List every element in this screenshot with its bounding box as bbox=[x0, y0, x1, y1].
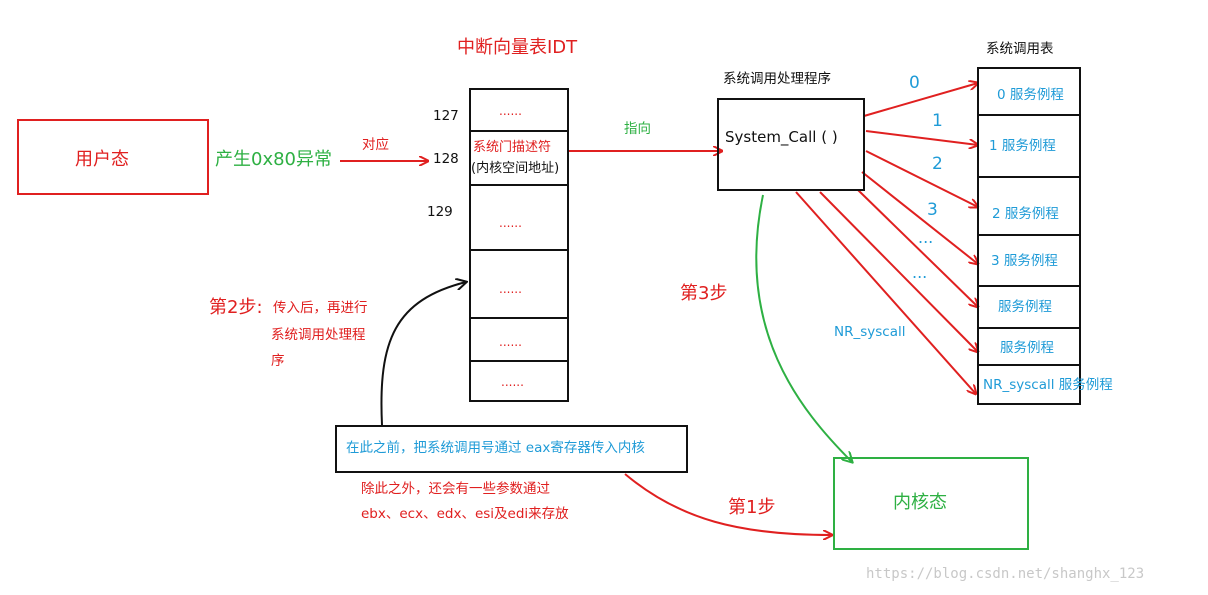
arrow-step3 bbox=[755, 194, 852, 462]
syscall-table-title: 系统调用表 bbox=[986, 41, 1054, 57]
arrow-handler-to-entry-5 bbox=[819, 191, 978, 352]
idt-index-127: 127 bbox=[433, 108, 459, 124]
note-extra-line1: 除此之外，还会有一些参数通过 bbox=[361, 481, 550, 497]
arrow-label-ellipsis-2: ... bbox=[912, 263, 928, 282]
points-to-label: 指向 bbox=[624, 121, 651, 137]
arrow-handler-to-entry-2 bbox=[865, 150, 978, 207]
arrow-label-1: 1 bbox=[932, 111, 943, 131]
step2-desc-line3: 序 bbox=[271, 353, 285, 369]
arrow-handler-to-entry-4 bbox=[857, 189, 978, 307]
idt-index-128: 128 bbox=[433, 151, 459, 167]
kernel-mode-box: 内核态 bbox=[833, 457, 1029, 550]
arrow-label-3: 3 bbox=[927, 200, 938, 220]
step1-label: 第1步 bbox=[728, 497, 776, 518]
idt-index-129: 129 bbox=[427, 204, 453, 220]
syscall-entry-0: 0 服务例程 bbox=[997, 87, 1064, 103]
syscall-entry-2: 2 服务例程 bbox=[992, 206, 1059, 222]
arrow-label-nr: NR_syscall bbox=[834, 324, 906, 340]
idt-gate-address: (内核空间地址) bbox=[471, 161, 560, 176]
arrow-step1 bbox=[624, 473, 832, 535]
arrow-handler-to-entry-3 bbox=[861, 171, 978, 264]
idt-gate-descriptor: 系统门描述符 bbox=[473, 140, 552, 155]
idt-row-5-dots: ...... bbox=[499, 335, 522, 349]
step2-desc-line1: 传入后，再进行 bbox=[273, 300, 368, 316]
syscall-entry-3: 3 服务例程 bbox=[991, 253, 1058, 269]
syscall-table bbox=[977, 67, 1081, 405]
arrow-handler-to-entry-1 bbox=[865, 130, 978, 145]
arrow-label-2: 2 bbox=[932, 154, 943, 174]
arrow-step2 bbox=[380, 282, 466, 426]
idt-row-127-dots: ...... bbox=[499, 104, 522, 118]
syscall-entry-1: 1 服务例程 bbox=[989, 138, 1056, 154]
idt-row-dividers bbox=[470, 130, 568, 362]
step3-label: 第3步 bbox=[680, 283, 728, 304]
syscall-entry-5: 服务例程 bbox=[1000, 340, 1054, 356]
syscall-entry-4: 服务例程 bbox=[998, 299, 1052, 315]
syscall-table-dividers bbox=[978, 114, 1080, 366]
idt-title: 中断向量表IDT bbox=[457, 37, 578, 58]
arrow-handler-to-entry-nr bbox=[795, 191, 976, 394]
note-box-text: 在此之前，把系统调用号通过 eax寄存器传入内核 bbox=[346, 440, 645, 456]
idt-table bbox=[469, 88, 569, 402]
step2-label: 第2步: bbox=[209, 297, 263, 318]
handler-box: System_Call ( ) bbox=[717, 98, 865, 191]
handler-title: 系统调用处理程序 bbox=[723, 71, 831, 87]
arrow-label-ellipsis-1: ... bbox=[918, 228, 934, 247]
arrow-label-0: 0 bbox=[909, 73, 920, 93]
step2-desc-line2: 系统调用处理程 bbox=[271, 327, 366, 343]
watermark: https://blog.csdn.net/shanghx_123 bbox=[866, 566, 1145, 582]
exception-label: 产生0x80异常 bbox=[215, 149, 333, 170]
correspond-label: 对应 bbox=[362, 137, 389, 153]
idt-row-4-dots: ...... bbox=[499, 282, 522, 296]
user-mode-box: 用户态 bbox=[17, 119, 209, 195]
syscall-entry-nr: NR_syscall 服务例程 bbox=[983, 377, 1113, 393]
idt-row-6-dots: ...... bbox=[501, 375, 524, 389]
user-mode-label: 用户态 bbox=[75, 149, 129, 170]
handler-function: System_Call ( ) bbox=[725, 128, 838, 146]
arrow-handler-to-entry-0 bbox=[863, 83, 978, 117]
kernel-mode-label: 内核态 bbox=[893, 492, 947, 513]
note-extra-line2: ebx、ecx、edx、esi及edi来存放 bbox=[361, 506, 569, 522]
note-box: 在此之前，把系统调用号通过 eax寄存器传入内核 bbox=[335, 425, 688, 473]
idt-row-129-dots: ...... bbox=[499, 216, 522, 230]
